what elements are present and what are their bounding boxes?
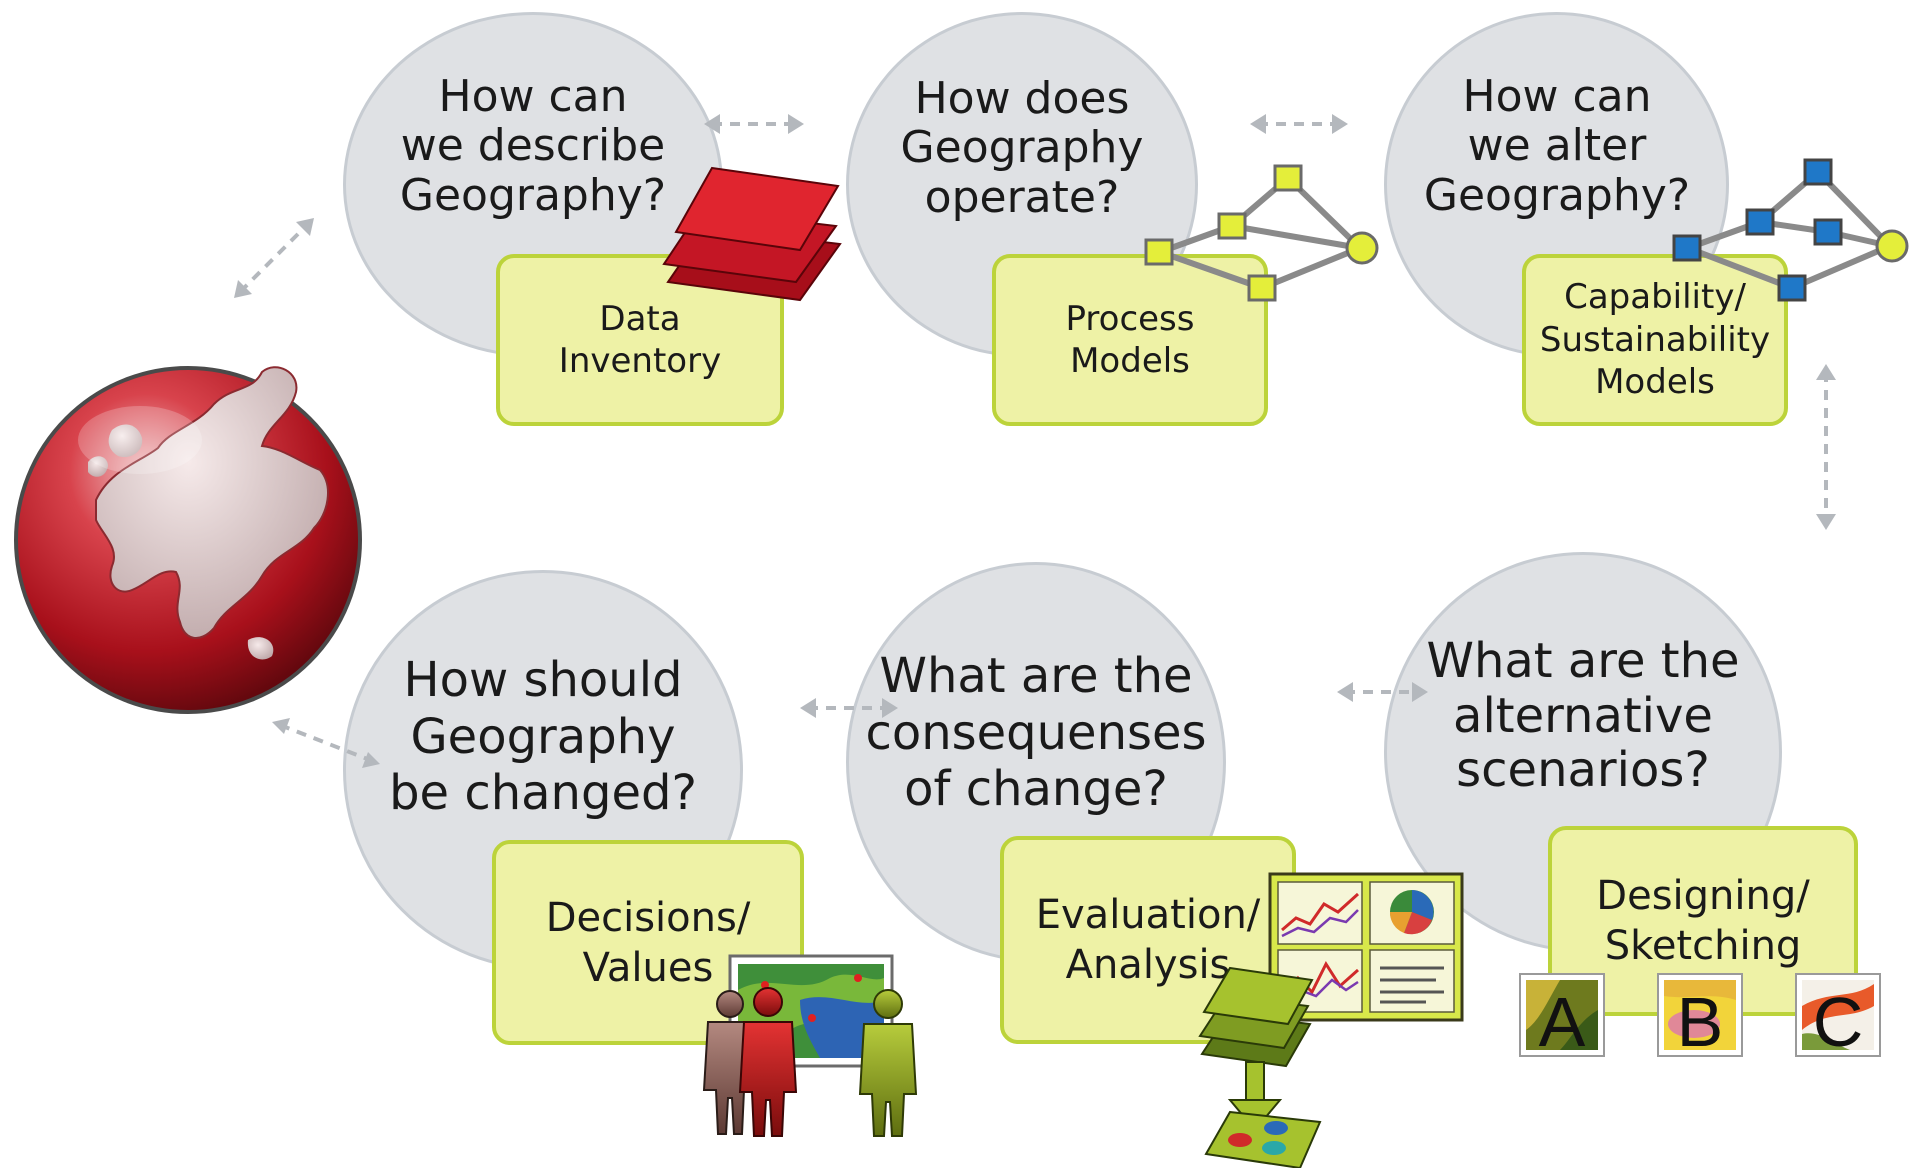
question-should-change: How should Geography be changed? (389, 652, 697, 822)
arrow-describe-operate (704, 114, 804, 134)
question-operate: How does Geography operate? (900, 73, 1144, 223)
globe-icon (14, 366, 362, 714)
sketch-tile-c-label: C (1813, 983, 1864, 1061)
red-layers-icon (662, 166, 842, 302)
arrow-should-globe (272, 718, 380, 768)
arrow-alternatives-consequences (1337, 682, 1428, 702)
analysis-dashboard-icon (1198, 872, 1464, 1168)
sketch-tile-b (1657, 973, 1743, 1057)
sketch-tile-c (1795, 973, 1881, 1057)
sketch-tile-a-label: A (1539, 983, 1586, 1061)
yellow-network-icon (1144, 164, 1379, 302)
map-people-icon (702, 954, 918, 1137)
arrow-head-globe-top (234, 218, 314, 298)
model-box-process-models: Process Models (992, 254, 1268, 426)
question-describe: How can we describe Geography? (399, 71, 667, 221)
sketch-tiles-icon: A B C (1519, 973, 1881, 1061)
model-box-capability-sustainability: Capability/ Sustainability Models (1522, 254, 1788, 426)
question-alter: How can we alter Geography? (1423, 71, 1691, 221)
arrow-globe-top (238, 222, 310, 294)
arrow-operate-alter (1250, 114, 1348, 134)
arrow-consequences-should (800, 698, 898, 718)
sketch-tile-a (1519, 973, 1605, 1057)
question-alternatives: What are the alternative scenarios? (1426, 633, 1740, 799)
question-consequences: What are the consequenses of change? (865, 648, 1207, 818)
blue-network-icon (1672, 158, 1909, 302)
sketch-tile-b-label: B (1677, 983, 1724, 1061)
arrow-alter-alternatives (1816, 364, 1836, 530)
